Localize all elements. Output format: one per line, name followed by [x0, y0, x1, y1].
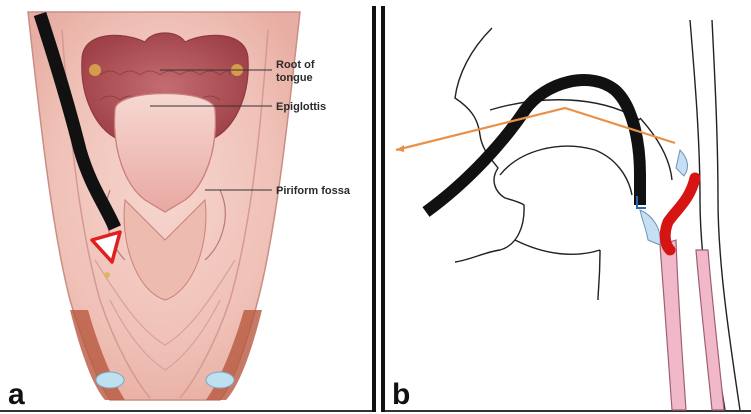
panel-divider-right [381, 6, 385, 412]
face-profile [455, 28, 524, 262]
label-epiglottis: Epiglottis [276, 101, 326, 113]
label-root-of-tongue-2: tongue [276, 72, 313, 84]
bottom-rule-b [385, 410, 751, 412]
esophagus [696, 250, 724, 410]
label-root-of-tongue-1: Root of [276, 59, 315, 71]
panel-a: Root of tongue Epiglottis Piriform fossa… [8, 12, 351, 411]
epiglottis-b [640, 210, 660, 245]
panel-letter-a: a [8, 378, 25, 411]
highlight-lesion [665, 178, 695, 250]
panel-letter-b: b [392, 378, 410, 411]
oral-cavity [500, 146, 632, 195]
panel-divider-left [372, 6, 376, 412]
bottom-rule-a [0, 410, 372, 412]
label-piriform-fossa: Piriform fossa [276, 185, 351, 197]
trachea [660, 240, 686, 410]
